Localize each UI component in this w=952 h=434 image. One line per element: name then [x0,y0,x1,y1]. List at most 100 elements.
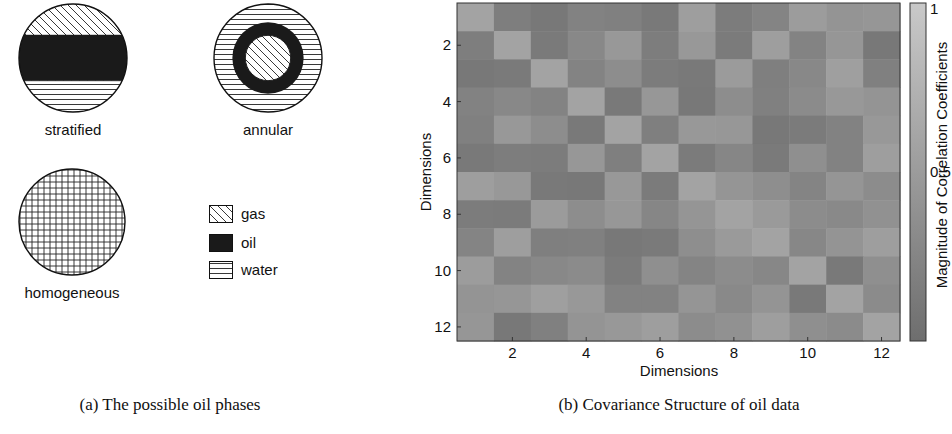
heatmap-cell [457,31,494,60]
heatmap-cell [715,144,752,173]
heatmap-cell [679,116,716,145]
axis-tick [457,327,882,341]
heatmap-cell [679,257,716,286]
heatmap-cell [568,172,605,201]
colorbar-label: 1 [930,1,938,18]
legend-swatch [209,234,233,252]
heatmap-cell [679,313,716,342]
tick-label: 6 [656,345,664,362]
heatmap-cell [752,144,789,173]
phase-circle: stratified [17,2,129,139]
heatmap-cell [826,228,863,257]
axis-tick [457,158,660,341]
heatmap-cell [752,200,789,229]
text-label: homogeneous [17,285,127,302]
heatmap-cell [642,200,679,229]
heatmap-cell [789,200,826,229]
heatmap-cell [679,172,716,201]
heatmap-cell [494,257,531,286]
legend-swatch [209,261,233,279]
axis-title: Dimensions [418,133,435,211]
heatmap-cell [679,144,716,173]
heatmap-cell [568,31,605,60]
heatmap-cell [715,172,752,201]
heatmap-cell [642,144,679,173]
heatmap-cell [605,116,642,145]
heatmap-cell [605,172,642,201]
heatmap-cell [789,257,826,286]
heatmap-cell [826,313,863,342]
tick-label: 4 [443,93,451,110]
heatmap-cell [826,31,863,60]
heatmap-cell [715,257,752,286]
heatmap-cell [715,88,752,117]
heatmap-cell [826,257,863,286]
heatmap-cell [752,313,789,342]
heatmap-cell [642,285,679,314]
tick-label: 2 [508,345,516,362]
heatmap-cell [715,285,752,314]
heatmap-cell [863,228,900,257]
phase-illustration [17,167,127,277]
heatmap-cell [789,144,826,173]
axis-tick [457,271,808,341]
heatmap-cell [531,116,568,145]
heatmap-cell [605,3,642,32]
heatmap-cell [863,285,900,314]
tick-label: 10 [434,262,451,279]
heatmap-cell [494,88,531,117]
heatmap-cell [457,59,494,88]
heatmap-cell [863,116,900,145]
heatmap-cell [715,116,752,145]
heatmap-cell [457,285,494,314]
heatmap-cell [605,144,642,173]
heatmap-cell [752,285,789,314]
heatmap-cell [826,200,863,229]
heatmap-cell [457,116,494,145]
heatmap-cell [531,285,568,314]
heatmap-cell [752,88,789,117]
heatmap-cell [457,257,494,286]
heatmap-cell [752,172,789,201]
heatmap-cell [789,59,826,88]
heatmap-cell [715,3,752,32]
heatmap-cell [605,88,642,117]
heatmap-cell [679,228,716,257]
heatmap-cell [679,3,716,32]
heatmap-cell [826,116,863,145]
heatmap-cell [752,31,789,60]
heatmap-cell [457,228,494,257]
heatmap-cell [531,200,568,229]
legend-swatch [209,205,233,223]
subfigure-caption: (b) Covariance Structure of oil data [558,396,799,415]
colorbar [910,3,926,341]
heatmap-cell [568,116,605,145]
heatmap-cell [605,313,642,342]
heatmap-cell [679,31,716,60]
axis-tick [457,102,586,341]
heatmap-cell [531,144,568,173]
tick-label: 8 [730,345,738,362]
heatmap-cell [826,59,863,88]
heatmap-cell [679,200,716,229]
heatmap-cell [752,116,789,145]
tick-label: 4 [582,345,590,362]
heatmap-cell [568,285,605,314]
tick-label: 2 [443,37,451,54]
heatmap-cell [494,31,531,60]
heatmap-cell [457,3,494,32]
heatmap-cell [531,313,568,342]
heatmap-cell [642,116,679,145]
text-label: stratified [17,122,129,139]
heatmap-cell [531,172,568,201]
phase-illustration [17,2,129,114]
heatmap-cell [568,88,605,117]
heatmap-cell [568,257,605,286]
heatmap-cell [605,59,642,88]
heatmap-cell [863,200,900,229]
heatmap-cell [531,59,568,88]
heatmap-cell [457,88,494,117]
heatmap-cell [863,257,900,286]
heatmap-cell [863,31,900,60]
heatmap-cell [715,228,752,257]
